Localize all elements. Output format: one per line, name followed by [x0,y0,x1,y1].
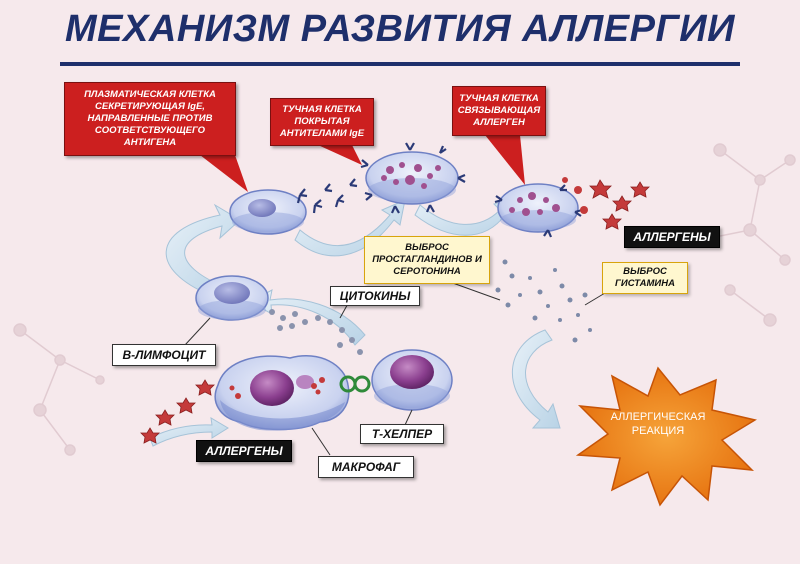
molecule-decoration-right [695,143,796,327]
engulfed-allergens [229,377,325,399]
callout-pointer-mast-ige [318,145,362,165]
label-allergic-reaction: АЛЛЕРГИЧЕСКАЯ РЕАКЦИЯ [610,411,706,437]
ige-antibodies [296,178,358,214]
mediator-dots [495,259,592,343]
molecule-decoration-left [13,323,105,456]
leader-b-lymphocyte [184,317,211,346]
label-cytokines: ЦИТОКИНЫ [330,286,420,306]
label-allergens-bottom: АЛЛЕРГЕНЫ [196,440,292,462]
label-b-lymphocyte: В-ЛИМФОЦИТ [112,344,216,366]
macrophage-cell [214,355,350,431]
granules [381,162,441,189]
callout-plasma-cell: ПЛАЗМАТИЧЕСКАЯ КЛЕТКА СЕКРЕТИРУЮЩАЯ IgE,… [64,82,236,156]
t-helper-cell [371,349,453,411]
leader-macrophage [311,427,331,456]
label-allergens-top: АЛЛЕРГЕНЫ [624,226,720,248]
allergens-cluster-bottom [140,379,215,444]
label-macrophage: МАКРОФАГ [318,456,414,478]
cytokine-dots [269,309,363,355]
b-lymphocyte-cell [195,275,269,321]
leader-prostaglandins [449,281,501,301]
callout-mast-cell-allergen: ТУЧНАЯ КЛЕТКА СВЯЗЫВАЮЩАЯ АЛЛЕРГЕН [452,86,546,136]
callout-pointer-plasma [200,155,248,192]
title-underline [60,62,740,66]
mast-cell-ige-coated [360,142,466,214]
flow-arrow-lymphocyte-to-plasma [165,203,241,296]
leader-t-helper [404,409,413,426]
callout-mast-cell-antibodies: ТУЧНАЯ КЛЕТКА ПОКРЫТАЯ АНТИТЕЛАМИ IgE [270,98,374,146]
mast-cell-allergen-bound [494,177,588,238]
label-t-helper: Т-ХЕЛПЕР [360,424,444,444]
bound-allergens [562,177,588,214]
callout-histamine: ВЫБРОС ГИСТАМИНА [602,262,688,294]
mhc-tcr-link [339,375,371,393]
callout-prostaglandins: ВЫБРОС ПРОСТАГЛАНДИНОВ И СЕРОТОНИНА [364,236,490,284]
plasma-cell [229,178,358,235]
allergens-cluster-top [589,179,650,230]
callout-pointer-mast-allergen [485,135,525,185]
flow-arrow-to-reaction [512,329,561,429]
allergic-reaction-burst [575,366,757,507]
page-title: МЕХАНИЗМ РАЗВИТИЯ АЛЛЕРГИИ [65,8,735,50]
flow-arrow-allergen-to-macrophage [149,417,229,447]
